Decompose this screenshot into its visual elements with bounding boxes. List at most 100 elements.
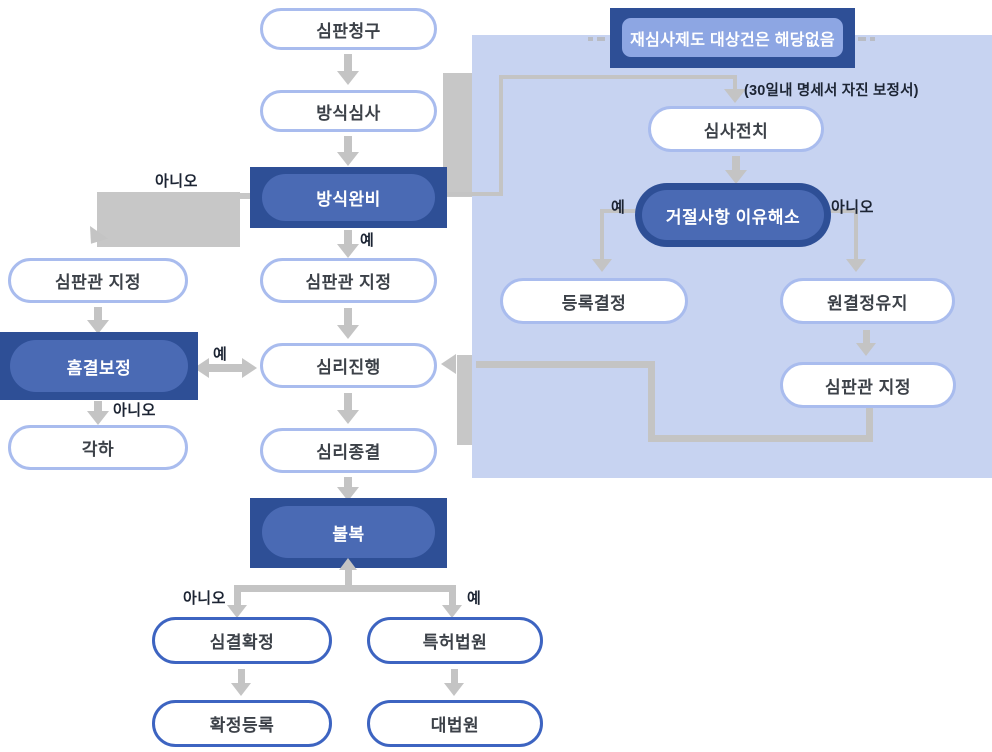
loop-h-top (476, 361, 655, 368)
edge-label-appeal-yes: 예 (467, 590, 482, 607)
edge-label-defect-no: 아니오 (113, 402, 156, 419)
reexam-line-h1 (445, 192, 503, 196)
panel-header-inner: 재심사제도 대상건은 해당없음 (622, 18, 843, 57)
loop-v-right (866, 408, 873, 442)
header-dash-right-2 (870, 37, 875, 41)
node-defect-correction-inner: 흠결보정 (10, 340, 188, 392)
appeal-no-shaft (234, 592, 241, 605)
node-defect-correction-label: 흠결보정 (66, 358, 132, 378)
arrow-judge-to-hearing-shaft (344, 308, 352, 325)
node-decision-final-label: 심결확정 (209, 633, 275, 652)
reexam-line-head (724, 89, 746, 103)
reexam-entry-thick-band (443, 73, 472, 197)
edge-label-defect-yes: 예 (213, 346, 228, 363)
arrow-preexam-to-rejection-head (725, 170, 747, 184)
node-appeal-inner: 불복 (262, 506, 435, 558)
node-hearing-proceed-label: 심리진행 (316, 358, 381, 377)
arrow-final-to-reg-head (231, 683, 251, 696)
rejection-no-elbow-v (854, 209, 858, 259)
node-judge-assign-left: 심판관 지정 (8, 258, 188, 303)
rejection-yes-elbow-h (600, 209, 638, 213)
arrow-court-to-supreme-shaft (451, 669, 458, 683)
arrow-request-to-exam-head (337, 71, 359, 85)
header-dash-left-2 (597, 37, 605, 41)
node-appeal: 불복 (250, 498, 447, 568)
arrow-into-appeal-head (339, 558, 357, 570)
appeal-yes-shaft (449, 592, 456, 605)
arrow-preexam-to-rejection-shaft (732, 156, 740, 170)
node-judge-assign-center-label: 심판관 지정 (305, 273, 392, 292)
node-formality-complete-label: 방식완비 (316, 190, 381, 209)
arrow-judgeleft-to-defect-head (87, 320, 109, 334)
arrow-exam-to-complete-head (337, 152, 359, 166)
node-formality-exam-label: 방식심사 (316, 103, 381, 123)
node-final-registration-label: 확정등록 (209, 716, 275, 735)
node-formality-exam: 방식심사 (260, 90, 437, 132)
reexam-line-v2 (733, 79, 737, 89)
rejection-yes-head (592, 259, 612, 272)
arrow-close-to-appeal-shaft (344, 477, 352, 487)
node-judge-assign-center: 심판관 지정 (260, 258, 437, 303)
rejection-yes-elbow-v (600, 209, 604, 259)
arrow-judge-to-hearing-head (337, 325, 359, 339)
node-registration-decision-label: 등록결정 (561, 293, 627, 313)
formality-no-thick-band (97, 192, 240, 247)
arrow-close-to-appeal-head (337, 487, 359, 501)
arrow-complete-to-judge-head (337, 244, 359, 258)
note-30days: (30일내 명세서 자진 보정서) (744, 83, 919, 99)
node-hearing-proceed: 심리진행 (260, 343, 437, 388)
reexam-line-h2 (499, 75, 737, 79)
edge-label-rejection-yes: 예 (611, 199, 626, 216)
appeal-split-band (234, 585, 456, 592)
node-supreme-court: 대법원 (367, 700, 543, 747)
edge-label-formality-yes: 예 (360, 232, 375, 249)
node-original-decision-kept-label: 원결정유지 (827, 293, 908, 313)
node-formality-complete: 방식완비 (250, 167, 447, 228)
rejection-no-elbow-h (826, 209, 858, 213)
node-supreme-court-label: 대법원 (430, 716, 480, 735)
appeal-no-head (227, 605, 247, 618)
rejection-no-head (846, 259, 866, 272)
arrow-defect-to-dismiss-head (87, 411, 109, 425)
loop-h-bottom (648, 435, 873, 442)
node-formality-complete-inner: 방식완비 (262, 174, 435, 221)
node-judge-assign-right-label: 심판관 지정 (825, 377, 911, 397)
arrow-hearing-to-close-shaft (344, 393, 352, 410)
defect-yes-shaft (206, 364, 246, 372)
edge-label-appeal-no: 아니오 (183, 590, 226, 607)
node-defect-correction: 흠결보정 (0, 332, 198, 400)
node-trial-request: 심판청구 (260, 8, 437, 50)
edge-label-rejection-no: 아니오 (831, 199, 874, 216)
node-decision-final: 심결확정 (152, 617, 332, 664)
header-dash-right-1 (858, 37, 866, 41)
node-original-decision-kept: 원결정유지 (780, 278, 955, 324)
node-hearing-close-label: 심리종결 (316, 443, 381, 462)
node-patent-court-label: 특허법원 (422, 633, 488, 652)
arrow-court-to-supreme-head (444, 683, 464, 696)
arrow-complete-to-judge-shaft (344, 230, 352, 244)
node-judge-assign-left-label: 심판관 지정 (55, 273, 141, 292)
node-patent-court: 특허법원 (367, 617, 543, 664)
node-rejection-resolved-inner: 거절사항 이유해소 (642, 190, 824, 240)
edge-label-formality-no: 아니오 (155, 173, 198, 190)
loop-head-into-hearing (441, 354, 456, 374)
node-registration-decision: 등록결정 (500, 278, 688, 324)
node-final-registration: 확정등록 (152, 700, 332, 747)
node-rejection-resolved: 거절사항 이유해소 (635, 183, 831, 247)
arrow-judgeleft-to-defect-shaft (94, 307, 102, 320)
node-pre-exam: 심사전치 (648, 106, 824, 152)
arrow-defect-to-dismiss-shaft (94, 401, 102, 411)
node-trial-request-label: 심판청구 (316, 21, 381, 41)
node-hearing-close: 심리종결 (260, 428, 437, 473)
header-dash-left-1 (588, 37, 593, 41)
arrow-kept-to-judge-head (856, 343, 876, 356)
node-dismissal: 각하 (8, 425, 188, 470)
arrow-hearing-to-close-head (337, 410, 359, 424)
node-dismissal-label: 각하 (81, 440, 115, 459)
node-rejection-resolved-label: 거절사항 이유해소 (665, 207, 801, 227)
node-judge-assign-right: 심판관 지정 (780, 362, 956, 408)
arrow-kept-to-judge-shaft (863, 330, 870, 343)
defect-yes-head-right (242, 358, 257, 378)
panel-header-box: 재심사제도 대상건은 해당없음 (610, 8, 855, 68)
